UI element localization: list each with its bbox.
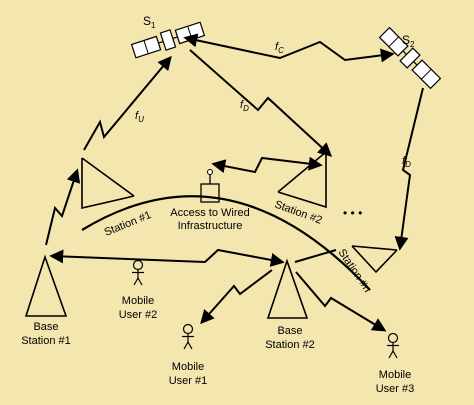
satellite-s1-label: S1	[143, 14, 156, 30]
mobile-user-2-label-line2: User #2	[119, 309, 158, 321]
mobile-user-1-label-line1: Mobile	[172, 361, 204, 373]
base-station-1-label-line1: Base	[33, 321, 58, 333]
base-station-2-tower	[266, 258, 309, 319]
more-stations-ellipsis: • • •	[343, 206, 362, 220]
crosslink-fc-label: fC	[275, 41, 284, 55]
base1-base2-link-arrow	[49, 248, 285, 267]
satellite-s2-label: S2	[402, 33, 415, 49]
mobile-user-3-label-line2: User #3	[376, 383, 415, 395]
base1-uplink-arrow	[45, 168, 81, 246]
wired-access-label-line1: Access to Wired	[170, 207, 249, 219]
base2-user3-link-arrow	[295, 271, 387, 332]
earth-surface-arc	[81, 195, 371, 291]
station-1-antenna	[81, 157, 135, 210]
station-n-antenna	[351, 245, 398, 274]
mobile-user-2-label-line1: Mobile	[122, 295, 154, 307]
base-station-1-tower	[24, 254, 68, 317]
base2-stationn-link	[294, 249, 337, 263]
mobile-user-1-icon	[182, 323, 194, 350]
downlink-fd-stationn-arrow	[394, 87, 424, 251]
base2-user1-link-arrow	[200, 269, 273, 325]
uplink-fu-arrow	[83, 55, 172, 151]
base-station-1-label-line2: Station #1	[21, 335, 71, 347]
base-station-2-label-line2: Station #2	[265, 339, 315, 351]
uplink-fu-label: fU	[135, 110, 144, 124]
mobile-user-1-label-line2: User #1	[169, 375, 208, 387]
mobile-user-3-label-line1: Mobile	[379, 369, 411, 381]
wired-access-label-line2: Infrastructure	[178, 220, 243, 232]
crosslink-fc-arrow	[183, 33, 395, 63]
downlink-fd-station2-arrow	[189, 49, 333, 157]
station1-wired-link-arrow	[211, 156, 323, 174]
base-station-2-label-line1: Base	[277, 325, 302, 337]
mobile-user-3-icon	[387, 332, 399, 359]
downlink-fd-stationn-label: fD	[402, 155, 411, 169]
downlink-fd-station2-label: fD	[240, 99, 249, 113]
